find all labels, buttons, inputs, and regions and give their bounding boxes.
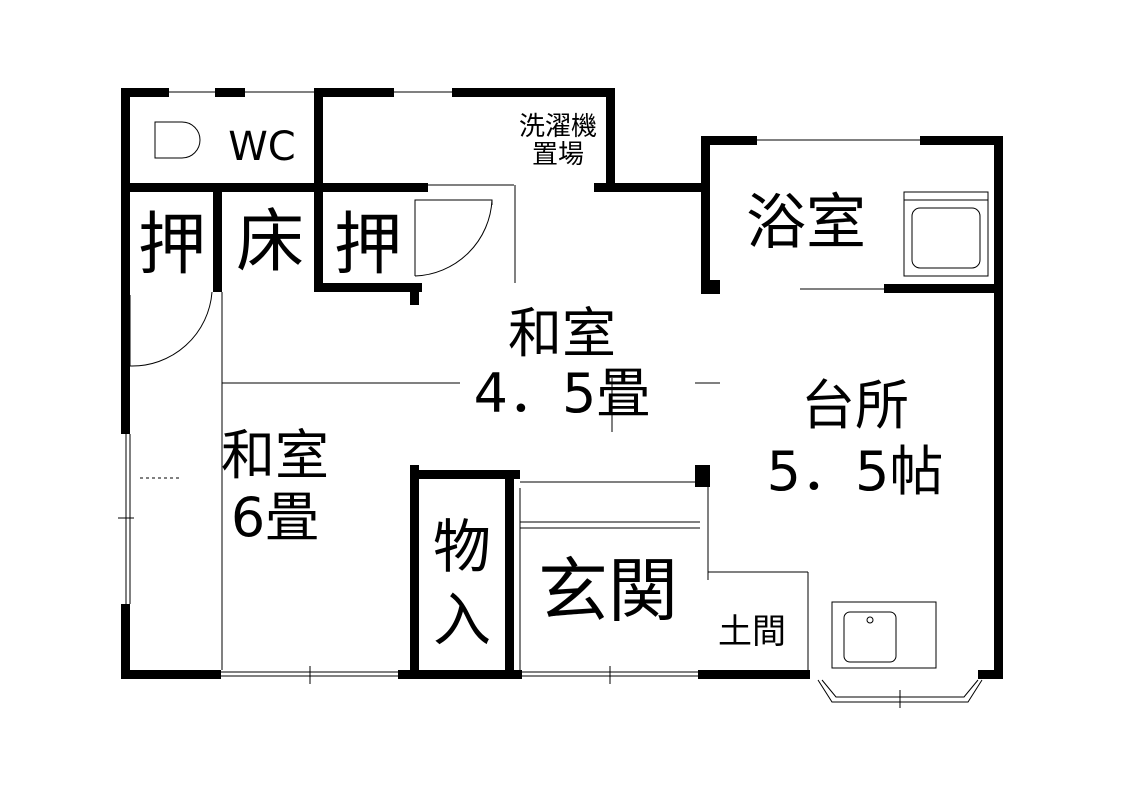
label-washitsu-45-line2: 4．5畳 — [474, 362, 651, 425]
room-labels: WC 洗濯機 置場 押 床 押 浴室 和室 4．5畳 和室 6畳 台所 5．5帖… — [138, 112, 943, 654]
label-closet-mid: 押 — [334, 206, 402, 285]
label-doma: 土間 — [718, 612, 786, 652]
label-storage-line1: 物 — [433, 513, 491, 581]
label-washitsu-45-line1: 和室 — [508, 302, 616, 365]
label-wc: WC — [228, 124, 295, 170]
label-alcove: 床 — [236, 203, 304, 282]
fixtures — [154, 121, 989, 708]
label-washitsu-6-line2: 6畳 — [231, 486, 319, 549]
walls — [121, 88, 1003, 679]
label-kitchen-line1: 台所 — [801, 374, 909, 437]
label-entrance: 玄関 — [538, 550, 678, 632]
label-washitsu-6-line1: 和室 — [221, 424, 329, 487]
label-washer-line1: 洗濯機 — [519, 112, 597, 142]
label-closet-left: 押 — [138, 206, 206, 285]
label-washer-line2: 置場 — [532, 140, 584, 170]
label-bath: 浴室 — [746, 188, 866, 258]
thin-lines — [118, 91, 920, 684]
label-kitchen-line2: 5．5帖 — [767, 440, 944, 503]
bay-window — [817, 679, 983, 708]
toilet-icon — [154, 121, 201, 159]
doors — [129, 199, 493, 367]
label-storage-line2: 入 — [433, 586, 491, 654]
bathtub-icon — [903, 191, 989, 277]
sink-icon — [831, 601, 937, 669]
